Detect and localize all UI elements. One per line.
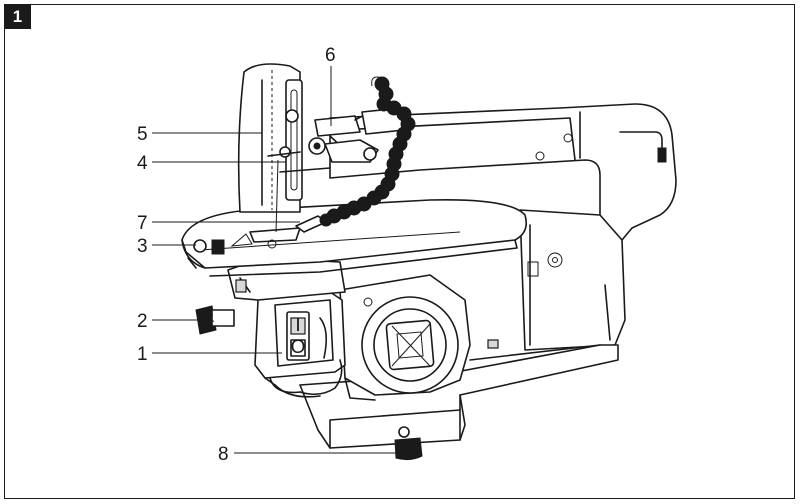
callout-8: 8 <box>218 444 229 465</box>
figure-frame <box>4 4 795 499</box>
callout-5: 5 <box>137 124 148 145</box>
flexible-blower-hose <box>319 76 416 227</box>
hold-down-foot <box>249 79 331 243</box>
rear-column <box>519 209 626 351</box>
callout-4: 4 <box>137 153 148 174</box>
leader-lines <box>152 66 396 454</box>
callout-3: 3 <box>137 236 148 257</box>
switch-on-symbol: I <box>295 315 300 336</box>
callout-1: 1 <box>137 344 148 365</box>
motor <box>339 274 471 401</box>
power-cord <box>274 359 343 398</box>
bevel-lock-knob[interactable] <box>195 305 235 335</box>
callout-6: 6 <box>325 45 336 66</box>
figure-number-badge: 1 <box>4 4 31 29</box>
base <box>299 339 619 461</box>
blade-guard <box>237 63 301 213</box>
switch-housing: I O <box>254 291 346 394</box>
switch-off-symbol: O <box>291 337 306 358</box>
callout-2: 2 <box>137 311 148 332</box>
callout-7: 7 <box>137 213 148 234</box>
worktable <box>181 198 528 277</box>
